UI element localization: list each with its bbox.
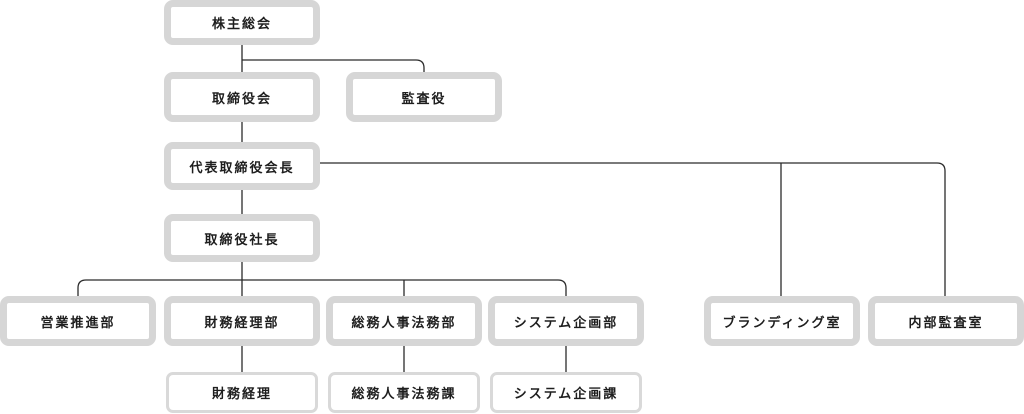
system-planning-section-box: システム企画課 (490, 372, 642, 413)
auditor-label: 監査役 (401, 91, 447, 107)
shareholders-meeting-box: 株主総会 (164, 0, 320, 45)
system-planning-dept-label: システム企画部 (513, 315, 619, 331)
connector-shareholders-auditor (242, 59, 425, 74)
general-affairs-dept-label: 総務人事法務部 (351, 315, 457, 331)
finance-accounting-section-label: 財務経理 (211, 387, 272, 402)
president-label: 取締役社長 (204, 232, 280, 248)
branding-office-box: ブランディング室 (704, 296, 860, 346)
general-affairs-section-label: 総務人事法務課 (351, 387, 457, 402)
connector-chairman-staff (318, 162, 946, 298)
sales-promotion-dept-box: 営業推進部 (0, 296, 156, 346)
finance-accounting-dept-box: 財務経理部 (164, 296, 320, 346)
internal-audit-office-box: 内部監査室 (868, 296, 1024, 346)
general-affairs-section-box: 総務人事法務課 (328, 372, 480, 413)
auditor-box: 監査役 (346, 72, 502, 122)
connector-department-bus (77, 279, 567, 298)
system-planning-dept-box: システム企画部 (488, 296, 644, 346)
sales-promotion-dept-label: 営業推進部 (40, 315, 116, 331)
board-of-directors-box: 取締役会 (164, 72, 320, 122)
finance-accounting-section-box: 財務経理 (166, 372, 318, 413)
finance-accounting-dept-label: 財務経理部 (204, 315, 280, 331)
president-box: 取締役社長 (164, 214, 320, 262)
chairman-box: 代表取締役会長 (164, 142, 320, 190)
board-of-directors-label: 取締役会 (211, 91, 272, 107)
internal-audit-office-label: 内部監査室 (908, 315, 984, 331)
branding-office-label: ブランディング室 (722, 315, 842, 331)
shareholders-meeting-label: 株主総会 (211, 17, 272, 32)
chairman-label: 代表取締役会長 (189, 160, 295, 176)
system-planning-section-label: システム企画課 (513, 387, 619, 402)
general-affairs-dept-box: 総務人事法務部 (326, 296, 482, 346)
